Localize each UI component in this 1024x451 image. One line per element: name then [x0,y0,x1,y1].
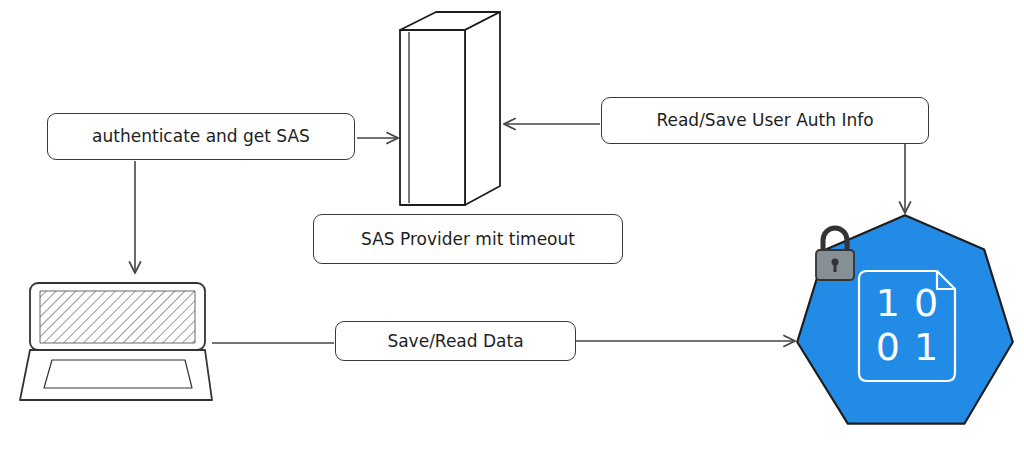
step-box: authenticate and get SAS [47,113,355,160]
file-icon [859,271,955,381]
box-label: Read/Save User Auth Info [656,110,873,130]
box-label: authenticate and get SAS [92,126,310,146]
step-box: Read/Save User Auth Info [601,97,929,144]
connector-arrow [576,340,795,342]
label-box: Save/Read Data [335,321,576,361]
database-node: 1 0 0 1 [795,213,1015,428]
data-digits: 1 0 0 1 [869,282,945,369]
box-label: Save/Read Data [387,331,523,351]
lock-symbol [816,228,854,280]
database-shape [797,215,1013,424]
laptop-symbol [20,283,212,400]
connector-arrow [904,144,906,213]
server-symbol [400,12,500,205]
label-box: SAS Provider mit timeout [313,214,623,264]
box-label: SAS Provider mit timeout [361,229,575,249]
